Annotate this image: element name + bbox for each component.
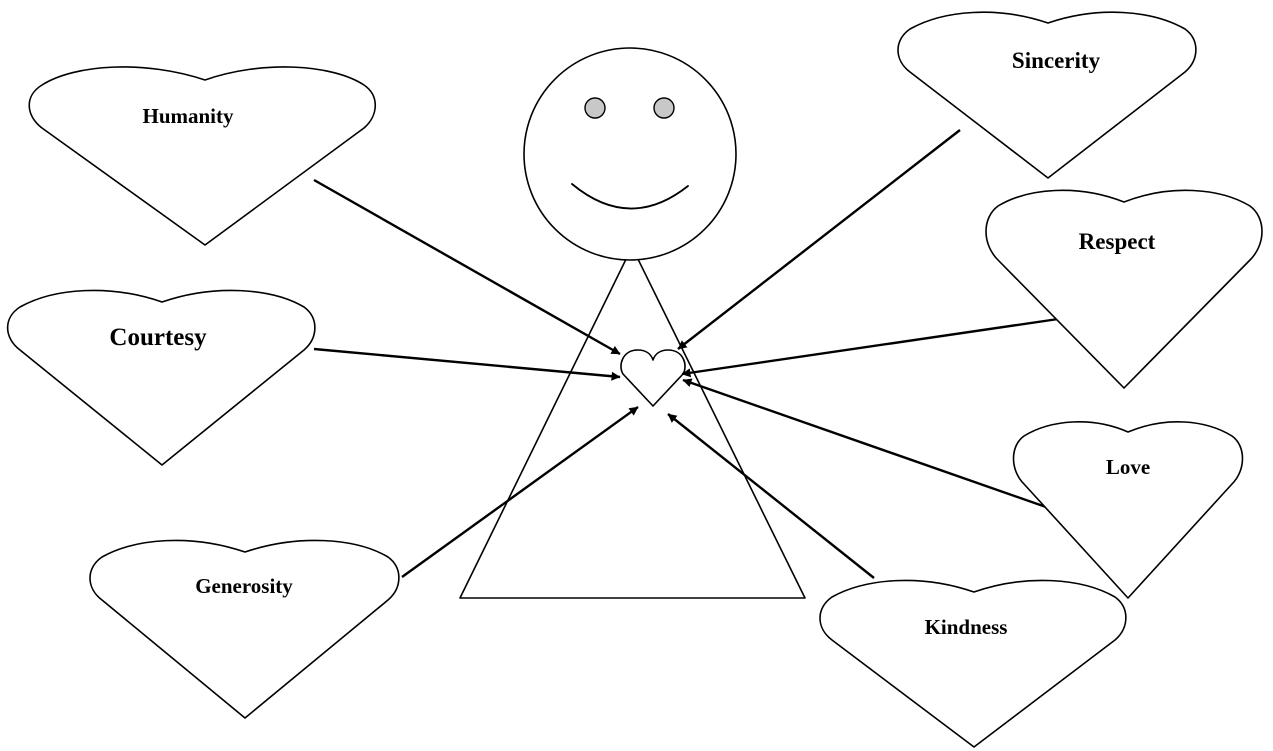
- arrows-group: [313, 129, 1066, 579]
- arrow-humanity: [313, 178, 621, 356]
- heart-icon: [620, 349, 686, 407]
- right-eye: [653, 97, 675, 119]
- label-respect: Respect: [1079, 229, 1156, 254]
- label-courtesy: Courtesy: [109, 324, 207, 351]
- heart-respect: Respect: [985, 189, 1263, 389]
- head-circle: [523, 47, 737, 261]
- arrow-kindness: [667, 413, 875, 579]
- triangle-body-icon: [459, 246, 806, 599]
- heart-generosity: Generosity: [89, 539, 400, 719]
- heart-humanity: Humanity: [28, 66, 377, 246]
- arrow-love: [682, 378, 1047, 509]
- smile: [571, 183, 689, 210]
- heart-courtesy: Courtesy: [6, 289, 316, 466]
- label-kindness: Kindness: [925, 615, 1008, 639]
- label-humanity: Humanity: [142, 104, 234, 128]
- label-sincerity: Sincerity: [1012, 48, 1101, 73]
- arrow-sincerity: [677, 129, 961, 350]
- arrow-respect: [681, 316, 1066, 378]
- arrow-courtesy: [313, 347, 621, 381]
- heart-sincerity: Sincerity: [897, 11, 1197, 179]
- left-eye: [584, 97, 606, 119]
- arrow-generosity: [401, 406, 639, 578]
- label-generosity: Generosity: [195, 574, 293, 598]
- heart-love: Love: [1012, 421, 1244, 599]
- smiley-face-icon: [523, 47, 737, 261]
- heart-kindness: Kindness: [819, 579, 1127, 748]
- label-love: Love: [1106, 455, 1150, 479]
